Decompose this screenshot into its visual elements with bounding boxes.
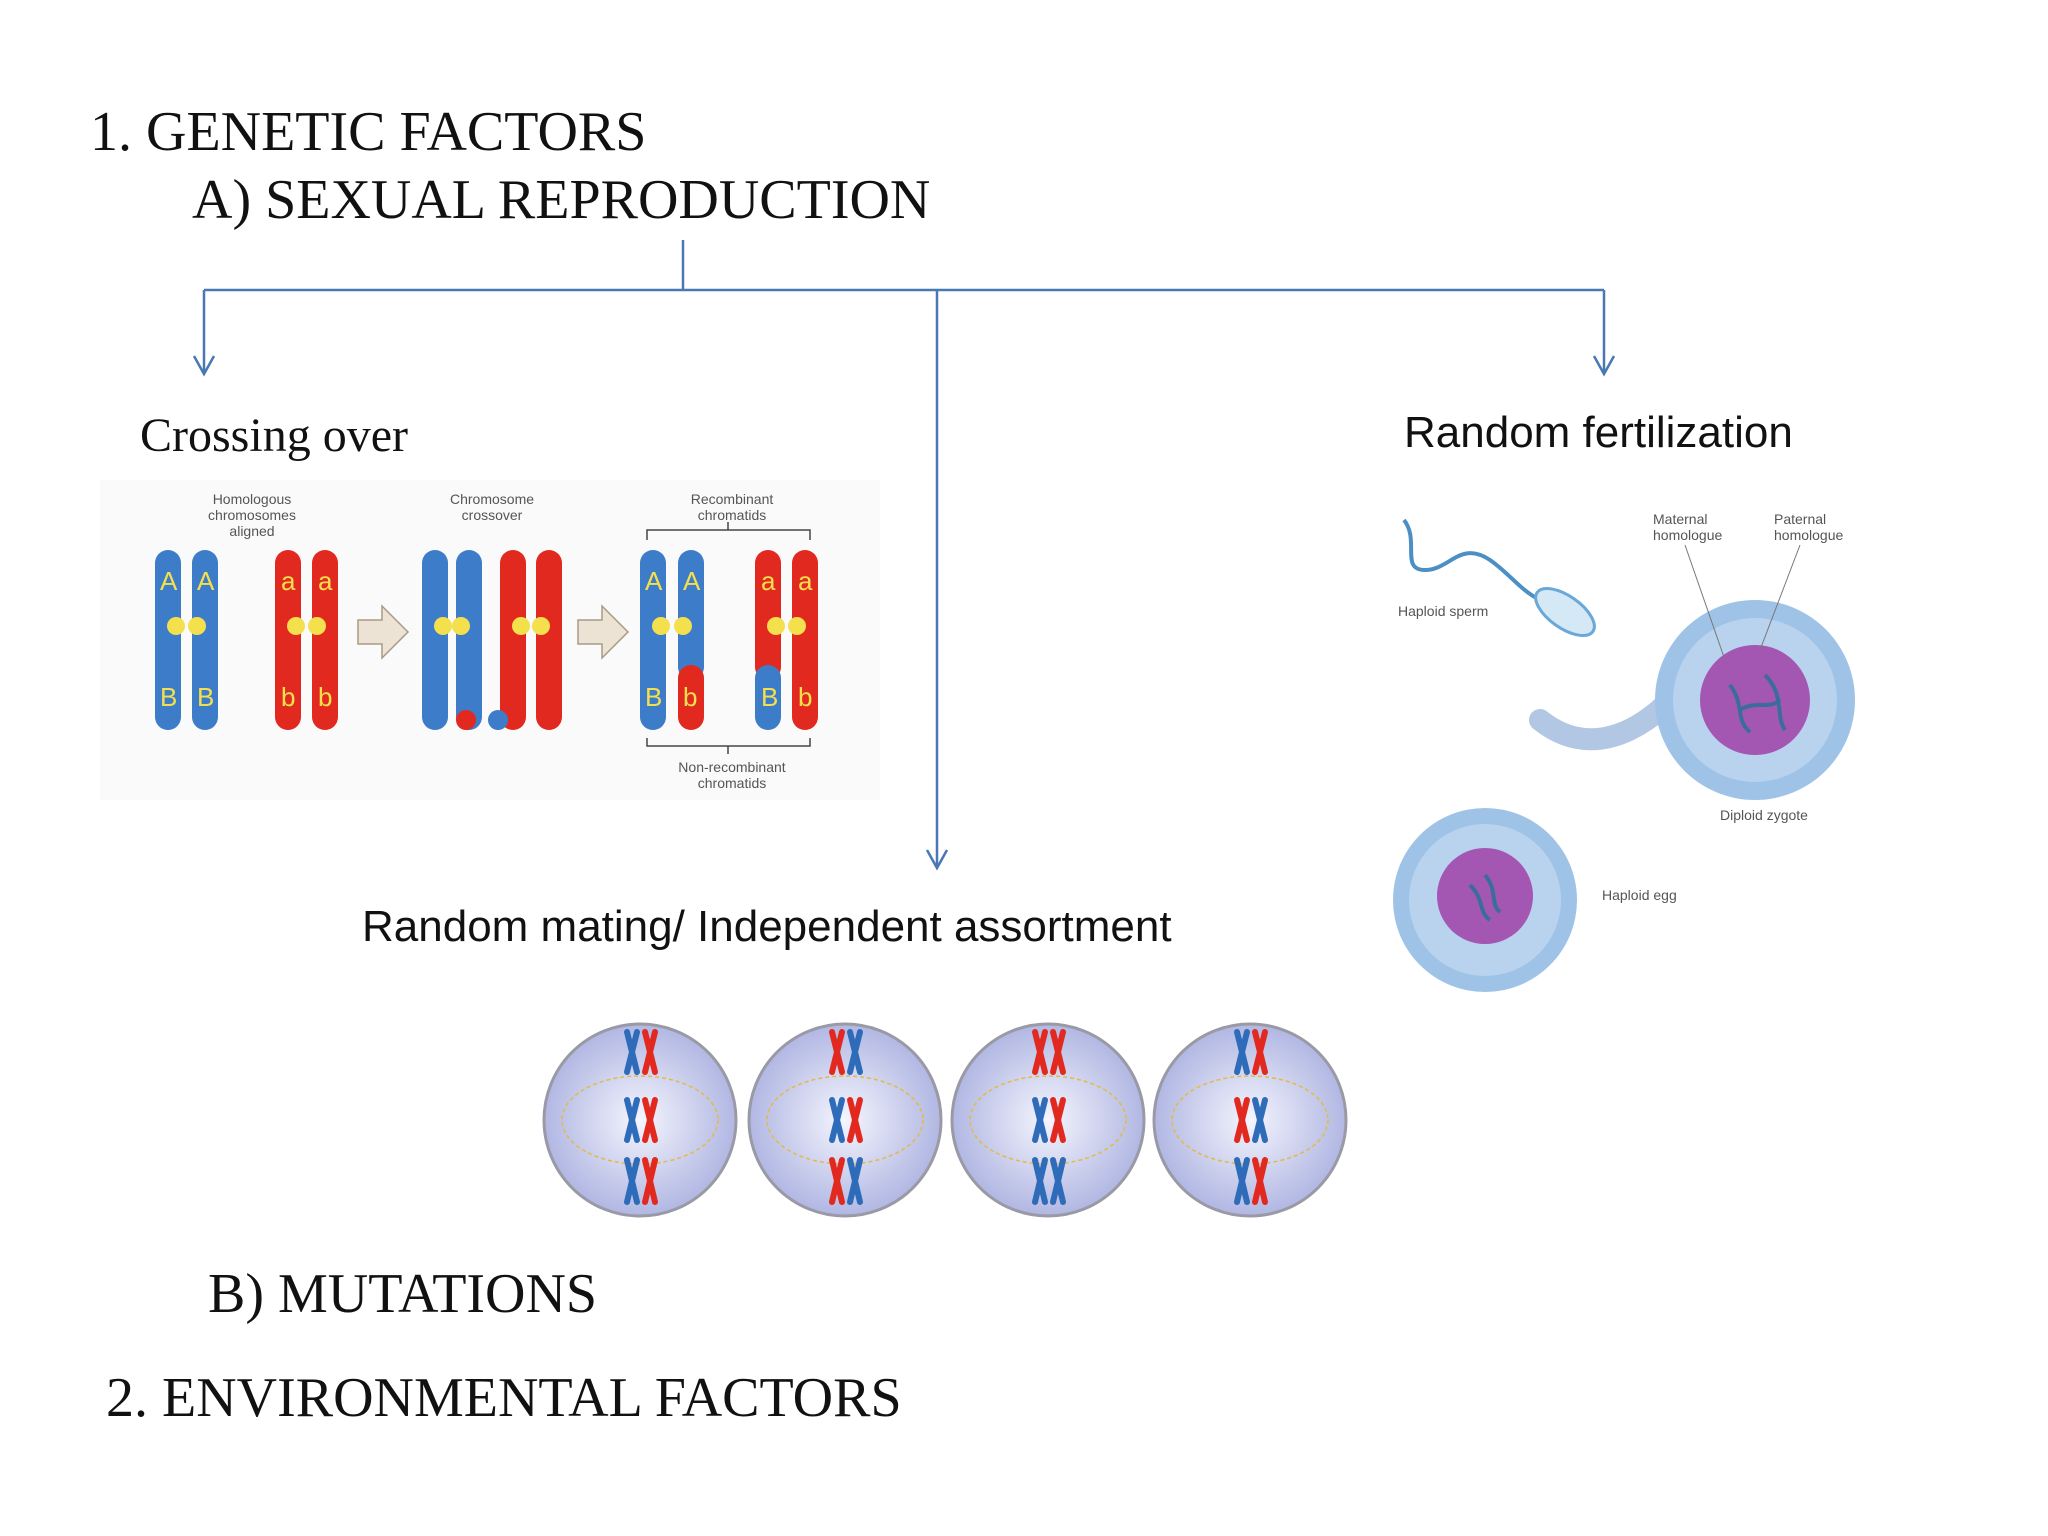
caption-crossover-2: crossover: [462, 507, 523, 523]
chromosome-recombinant-blue: [640, 550, 704, 730]
arrow-right-icon: [357, 604, 410, 660]
label-maternal-1: Maternal: [1653, 511, 1707, 527]
svg-text:A: A: [645, 566, 663, 596]
caption-homologous-3: aligned: [229, 523, 274, 539]
label-paternal-1: Paternal: [1774, 511, 1826, 527]
svg-text:B: B: [160, 682, 177, 712]
sperm-tail: [1402, 518, 1541, 602]
caption-recombinant-1: Recombinant: [691, 491, 774, 507]
chromosome-crossover: [422, 550, 562, 730]
svg-text:a: a: [318, 566, 333, 596]
label-haploid-sperm: Haploid sperm: [1398, 603, 1488, 619]
caption-homologous-2: chromosomes: [208, 507, 296, 523]
svg-text:B: B: [761, 682, 778, 712]
heading-environmental-factors: 2. ENVIRONMENTAL FACTORS: [106, 1367, 902, 1429]
label-haploid-egg: Haploid egg: [1602, 887, 1677, 903]
caption-nonrecombinant-2: chromatids: [698, 775, 766, 791]
cell-division-2: [747, 1022, 943, 1218]
svg-text:b: b: [318, 682, 332, 712]
svg-text:b: b: [281, 682, 295, 712]
independent-assortment-figure: [542, 1022, 1348, 1218]
svg-text:A: A: [683, 566, 701, 596]
fertilization-figure: Haploid sperm Maternal homologue Paterna…: [1393, 511, 1855, 992]
svg-text:b: b: [798, 682, 812, 712]
label-crossing-over: Crossing over: [140, 409, 408, 462]
label-random-fertilization: Random fertilization: [1404, 408, 1793, 457]
heading-mutations: B) MUTATIONS: [208, 1263, 598, 1325]
svg-text:B: B: [645, 682, 662, 712]
cell-division-1: [542, 1022, 738, 1218]
chromosome-blue-pair-1: [155, 550, 218, 730]
svg-text:A: A: [160, 566, 178, 596]
caption-crossover-1: Chromosome: [450, 491, 534, 507]
svg-text:a: a: [761, 566, 776, 596]
caption-recombinant-2: chromatids: [698, 507, 766, 523]
heading-sexual-reproduction: A) SEXUAL REPRODUCTION: [192, 169, 931, 231]
label-random-mating: Random mating/ Independent assortment: [362, 902, 1172, 951]
svg-text:a: a: [798, 566, 813, 596]
chromosome-red-pair-1: [275, 550, 338, 730]
cell-division-3: [950, 1022, 1146, 1218]
egg-nucleus: [1437, 848, 1533, 944]
svg-text:a: a: [281, 566, 296, 596]
caption-nonrecombinant-1: Non-recombinant: [678, 759, 785, 775]
svg-text:b: b: [683, 682, 697, 712]
zygote-nucleus: [1700, 645, 1810, 755]
svg-text:B: B: [197, 682, 214, 712]
crossing-over-figure: Homologous chromosomes aligned Chromosom…: [100, 480, 880, 800]
cell-division-4: [1152, 1022, 1348, 1218]
label-paternal-2: homologue: [1774, 527, 1843, 543]
heading-genetic-factors: 1. GENETIC FACTORS: [90, 101, 647, 163]
svg-text:A: A: [197, 566, 215, 596]
caption-homologous-1: Homologous: [213, 491, 292, 507]
arrow-right-icon: [577, 604, 630, 660]
label-maternal-2: homologue: [1653, 527, 1722, 543]
label-diploid-zygote: Diploid zygote: [1720, 807, 1808, 823]
chromosome-recombinant-red: [755, 550, 818, 730]
sperm-head: [1534, 587, 1596, 637]
